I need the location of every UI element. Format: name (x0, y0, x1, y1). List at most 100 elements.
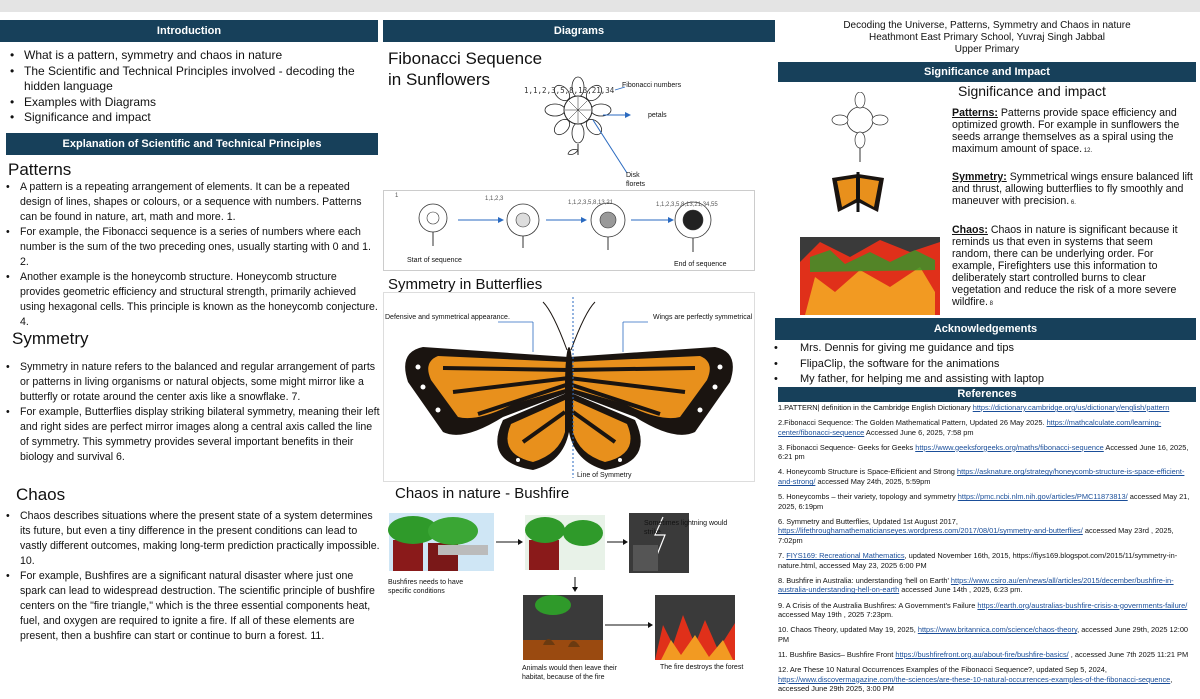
defensive-label: Defensive and symmetrical appearance. (385, 314, 510, 321)
fib-step-4: 1,1,2,3,5,8,13,21,34,55 (656, 202, 718, 208)
references-list: 1.PATTERN| definition in the Cambridge E… (778, 403, 1198, 699)
fibonacci-title-line2: in Sunflowers (388, 70, 491, 89)
patterns-ref: 12. (1082, 148, 1093, 154)
reference-link[interactable]: https://bushfirefront.org.au/about-fire/… (895, 649, 1069, 659)
reference-link[interactable]: https://www.csiro.au/en/news/all/article… (778, 575, 1174, 595)
reference-link[interactable]: https://earth.org/australias-bushfire-cr… (977, 600, 1188, 610)
list-item: FlipaClip, the software for the animatio… (770, 357, 1190, 373)
disk-label: Disk (626, 172, 640, 179)
list-item: A pattern is a repeating arrangement of … (2, 180, 378, 225)
bushfire-panel-3 (629, 513, 689, 573)
reference-link[interactable]: https://www.britannica.com/science/chaos… (917, 625, 1078, 635)
patterns-list: A pattern is a repeating arrangement of … (2, 180, 378, 330)
reference-link[interactable]: https://asknature.org/strategy/honeycomb… (778, 467, 1185, 487)
reference-text: 8. Bushfire in Australia: understanding … (778, 575, 951, 585)
reference-link[interactable]: https://mathcalculate.com/learning-cente… (778, 418, 1162, 437)
list-item: For example, Bushfires are a significant… (2, 569, 382, 644)
sunflower-stage-4 (674, 201, 712, 252)
disk-florets-label: Disk florets (626, 171, 645, 189)
list-item: For example, Butterflies display strikin… (2, 405, 380, 465)
reference-accessed: Accessed June 6, 2025, 7:58 pm (864, 427, 974, 437)
chaos-list: Chaos describes situations where the pre… (2, 509, 382, 644)
reference-accessed: accessed May 23rd , 2025, 7:02pm (778, 526, 1174, 546)
symmetry-title: Symmetry (12, 329, 89, 348)
reference-item: 12. Are These 10 Natural Occurrences Exa… (778, 665, 1198, 694)
reference-link[interactable]: https://www.geeksforgeeks.org/maths/fibo… (915, 442, 1104, 452)
reference-item: 7. FIYS169: Recreational Mathematics, up… (778, 551, 1198, 570)
reference-accessed: , accessed June 29th 2025, 3:00 PM (778, 674, 1173, 694)
destroy-label: The fire destroys the forest (660, 664, 744, 671)
list-item: For example, the Fibonacci sequence is a… (2, 225, 378, 270)
introduction-header: Introduction (0, 20, 378, 42)
reference-text: 1.PATTERN| definition in the Cambridge E… (778, 403, 971, 412)
symmetry-body: Symmetrical wings ensure balanced lift a… (952, 171, 1193, 207)
significance-title: Significance and impact (958, 83, 1106, 99)
list-item: Chaos describes situations where the pre… (2, 509, 382, 569)
bushfire-title: Chaos in nature - Bushfire (395, 485, 570, 502)
principles-header: Explanation of Scientific and Technical … (6, 133, 378, 155)
sunflower-diagram (544, 76, 631, 174)
list-item: Another example is the honeycomb structu… (2, 270, 378, 330)
sunflower-stage-1 (418, 203, 448, 246)
reference-text: 11. Bushfire Basics– Bushfire Front (778, 649, 896, 659)
reference-item: 11. Bushfire Basics– Bushfire Front http… (778, 650, 1198, 660)
list-item: Symmetry in nature refers to the balance… (2, 360, 380, 405)
chaos-ref: 8 (987, 301, 993, 307)
reference-item: 6. Symmetry and Butterflies, Updated 1st… (778, 517, 1198, 546)
list-item: My father, for helping me and assisting … (770, 372, 1190, 388)
reference-link[interactable]: https://lifethroughamathematicianseyes.w… (778, 526, 1083, 536)
reference-text: 3. Fibonacci Sequence- Geeks for Geeks (778, 442, 916, 452)
list-item: Significance and impact (6, 110, 376, 126)
fib-numbers-label: Fibonacci numbers (622, 82, 682, 89)
reference-accessed: , updated November 16th, 2015, https://f… (778, 551, 1178, 570)
conditions-label: Bushfires needs to have specific conditi… (388, 579, 464, 595)
chaos-heading: Chaos: (952, 224, 988, 236)
start-of-sequence-label: Start of sequence (407, 257, 462, 264)
butterfly-diagram (383, 292, 755, 482)
reference-text: 9. A Crisis of the Australia Bushfires: … (778, 600, 978, 610)
reference-link[interactable]: https://www.discovermagazine.com/the-sci… (778, 674, 1171, 684)
patterns-heading: Patterns: (952, 107, 998, 119)
petals-label: petals (648, 112, 667, 119)
lightning-label: Sometimes lightning would strike (644, 520, 728, 536)
fib-sequence-label: 1,1,2,3,5,8,13,21,34 (524, 86, 615, 95)
reference-accessed: accessed May 19th , 2025 7:23pm. (778, 610, 894, 620)
reference-link[interactable]: FIYS169: Recreational Mathematics (786, 551, 905, 561)
bushfire-panel-4 (523, 595, 603, 660)
butterfly-right-wings (568, 347, 733, 470)
sunflower-sketch (831, 92, 889, 162)
list-item: Examples with Diagrams (6, 95, 376, 111)
reference-text: 12. Are These 10 Natural Occurrences Exa… (778, 664, 1107, 674)
florets-label: florets (626, 181, 646, 188)
list-item: What is a pattern, symmetry and chaos in… (6, 48, 376, 64)
references-header: References (778, 387, 1196, 402)
reference-text: 6. Symmetry and Butterflies, Updated 1st… (778, 516, 958, 526)
end-of-sequence-label: End of sequence (674, 261, 727, 268)
list-item: The Scientific and Technical Principles … (6, 64, 376, 95)
diagrams-header: Diagrams (383, 20, 775, 42)
animals-label: Animals would then leave their habitat, … (522, 665, 617, 681)
reference-item: 8. Bushfire in Australia: understanding … (778, 576, 1198, 595)
reference-item: 5. Honeycombs – their variety, topology … (778, 492, 1198, 511)
reference-accessed: accessed May 21, 2025, 6:19pm (778, 492, 1190, 511)
reference-item: 9. A Crisis of the Australia Bushfires: … (778, 601, 1198, 620)
reference-link[interactable]: https://dictionary.cambridge.org/us/dict… (972, 403, 1170, 412)
fib-step-3: 1,1,2,3,5,8,13,21 (568, 200, 614, 206)
reference-accessed: accessed May 24th, 2025, 5:59pm (815, 477, 931, 487)
chaos-body: Chaos in nature is significant because i… (952, 224, 1178, 308)
reference-text: 5. Honeycombs – their variety, topology … (778, 492, 958, 502)
fire-photo (800, 237, 940, 315)
list-item: Mrs. Dennis for giving me guidance and t… (770, 341, 1190, 357)
reference-item: 1.PATTERN| definition in the Cambridge E… (778, 403, 1198, 413)
fib-sequence-strip (383, 190, 755, 271)
reference-link[interactable]: https://pmc.ncbi.nlm.nih.gov/articles/PM… (957, 492, 1128, 502)
top-strip (0, 0, 1200, 12)
fib-step-2: 1,1,2,3 (485, 196, 504, 202)
reference-item: 4. Honeycomb Structure is Space-Efficien… (778, 467, 1198, 486)
reference-text: 7. (778, 551, 787, 561)
significance-chaos: Chaos: Chaos in nature is significant be… (952, 224, 1194, 310)
significance-symmetry: Symmetry: Symmetrical wings ensure balan… (952, 171, 1194, 209)
chaos-title: Chaos (16, 485, 66, 504)
reference-text: 2.Fibonacci Sequence: The Golden Mathema… (778, 418, 1047, 428)
acknowledgements-header: Acknowledgements (775, 318, 1196, 340)
